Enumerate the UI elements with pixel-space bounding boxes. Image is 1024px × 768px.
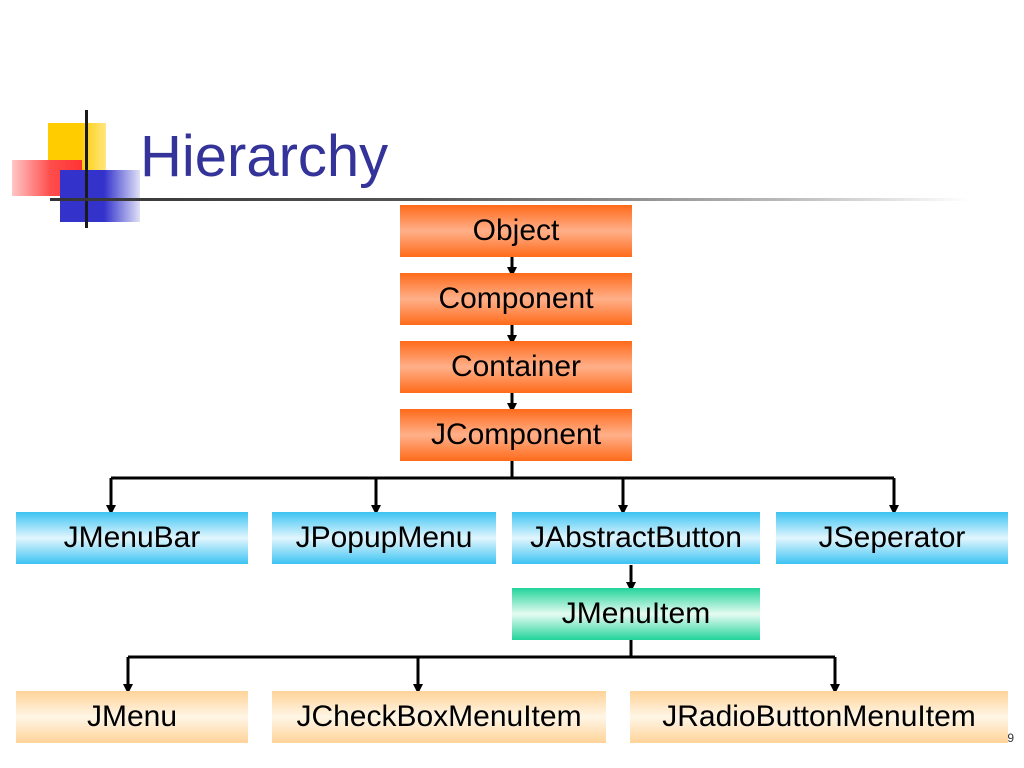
node-component: Component	[400, 273, 632, 325]
logo-vertical-line	[85, 110, 88, 228]
node-jcomponent: JComponent	[400, 409, 632, 461]
node-jabstractbutton: JAbstractButton	[512, 512, 760, 564]
node-jradiobuttonmenuitem: JRadioButtonMenuItem	[630, 691, 1008, 743]
node-object: Object	[400, 205, 632, 257]
slide-page-number: 9	[1007, 731, 1014, 745]
logo-blue-square	[60, 170, 140, 222]
node-jpopupmenu: JPopupMenu	[272, 512, 496, 564]
node-jmenu: JMenu	[16, 691, 248, 743]
slide-title: Hierarchy	[140, 124, 389, 189]
node-container: Container	[400, 341, 632, 393]
node-jseperator: JSeperator	[776, 512, 1008, 564]
node-jmenuitem: JMenuItem	[512, 588, 760, 640]
node-jcheckboxmenuitem: JCheckBoxMenuItem	[272, 691, 606, 743]
node-jmenubar: JMenuBar	[16, 512, 248, 564]
title-underline	[50, 198, 970, 201]
